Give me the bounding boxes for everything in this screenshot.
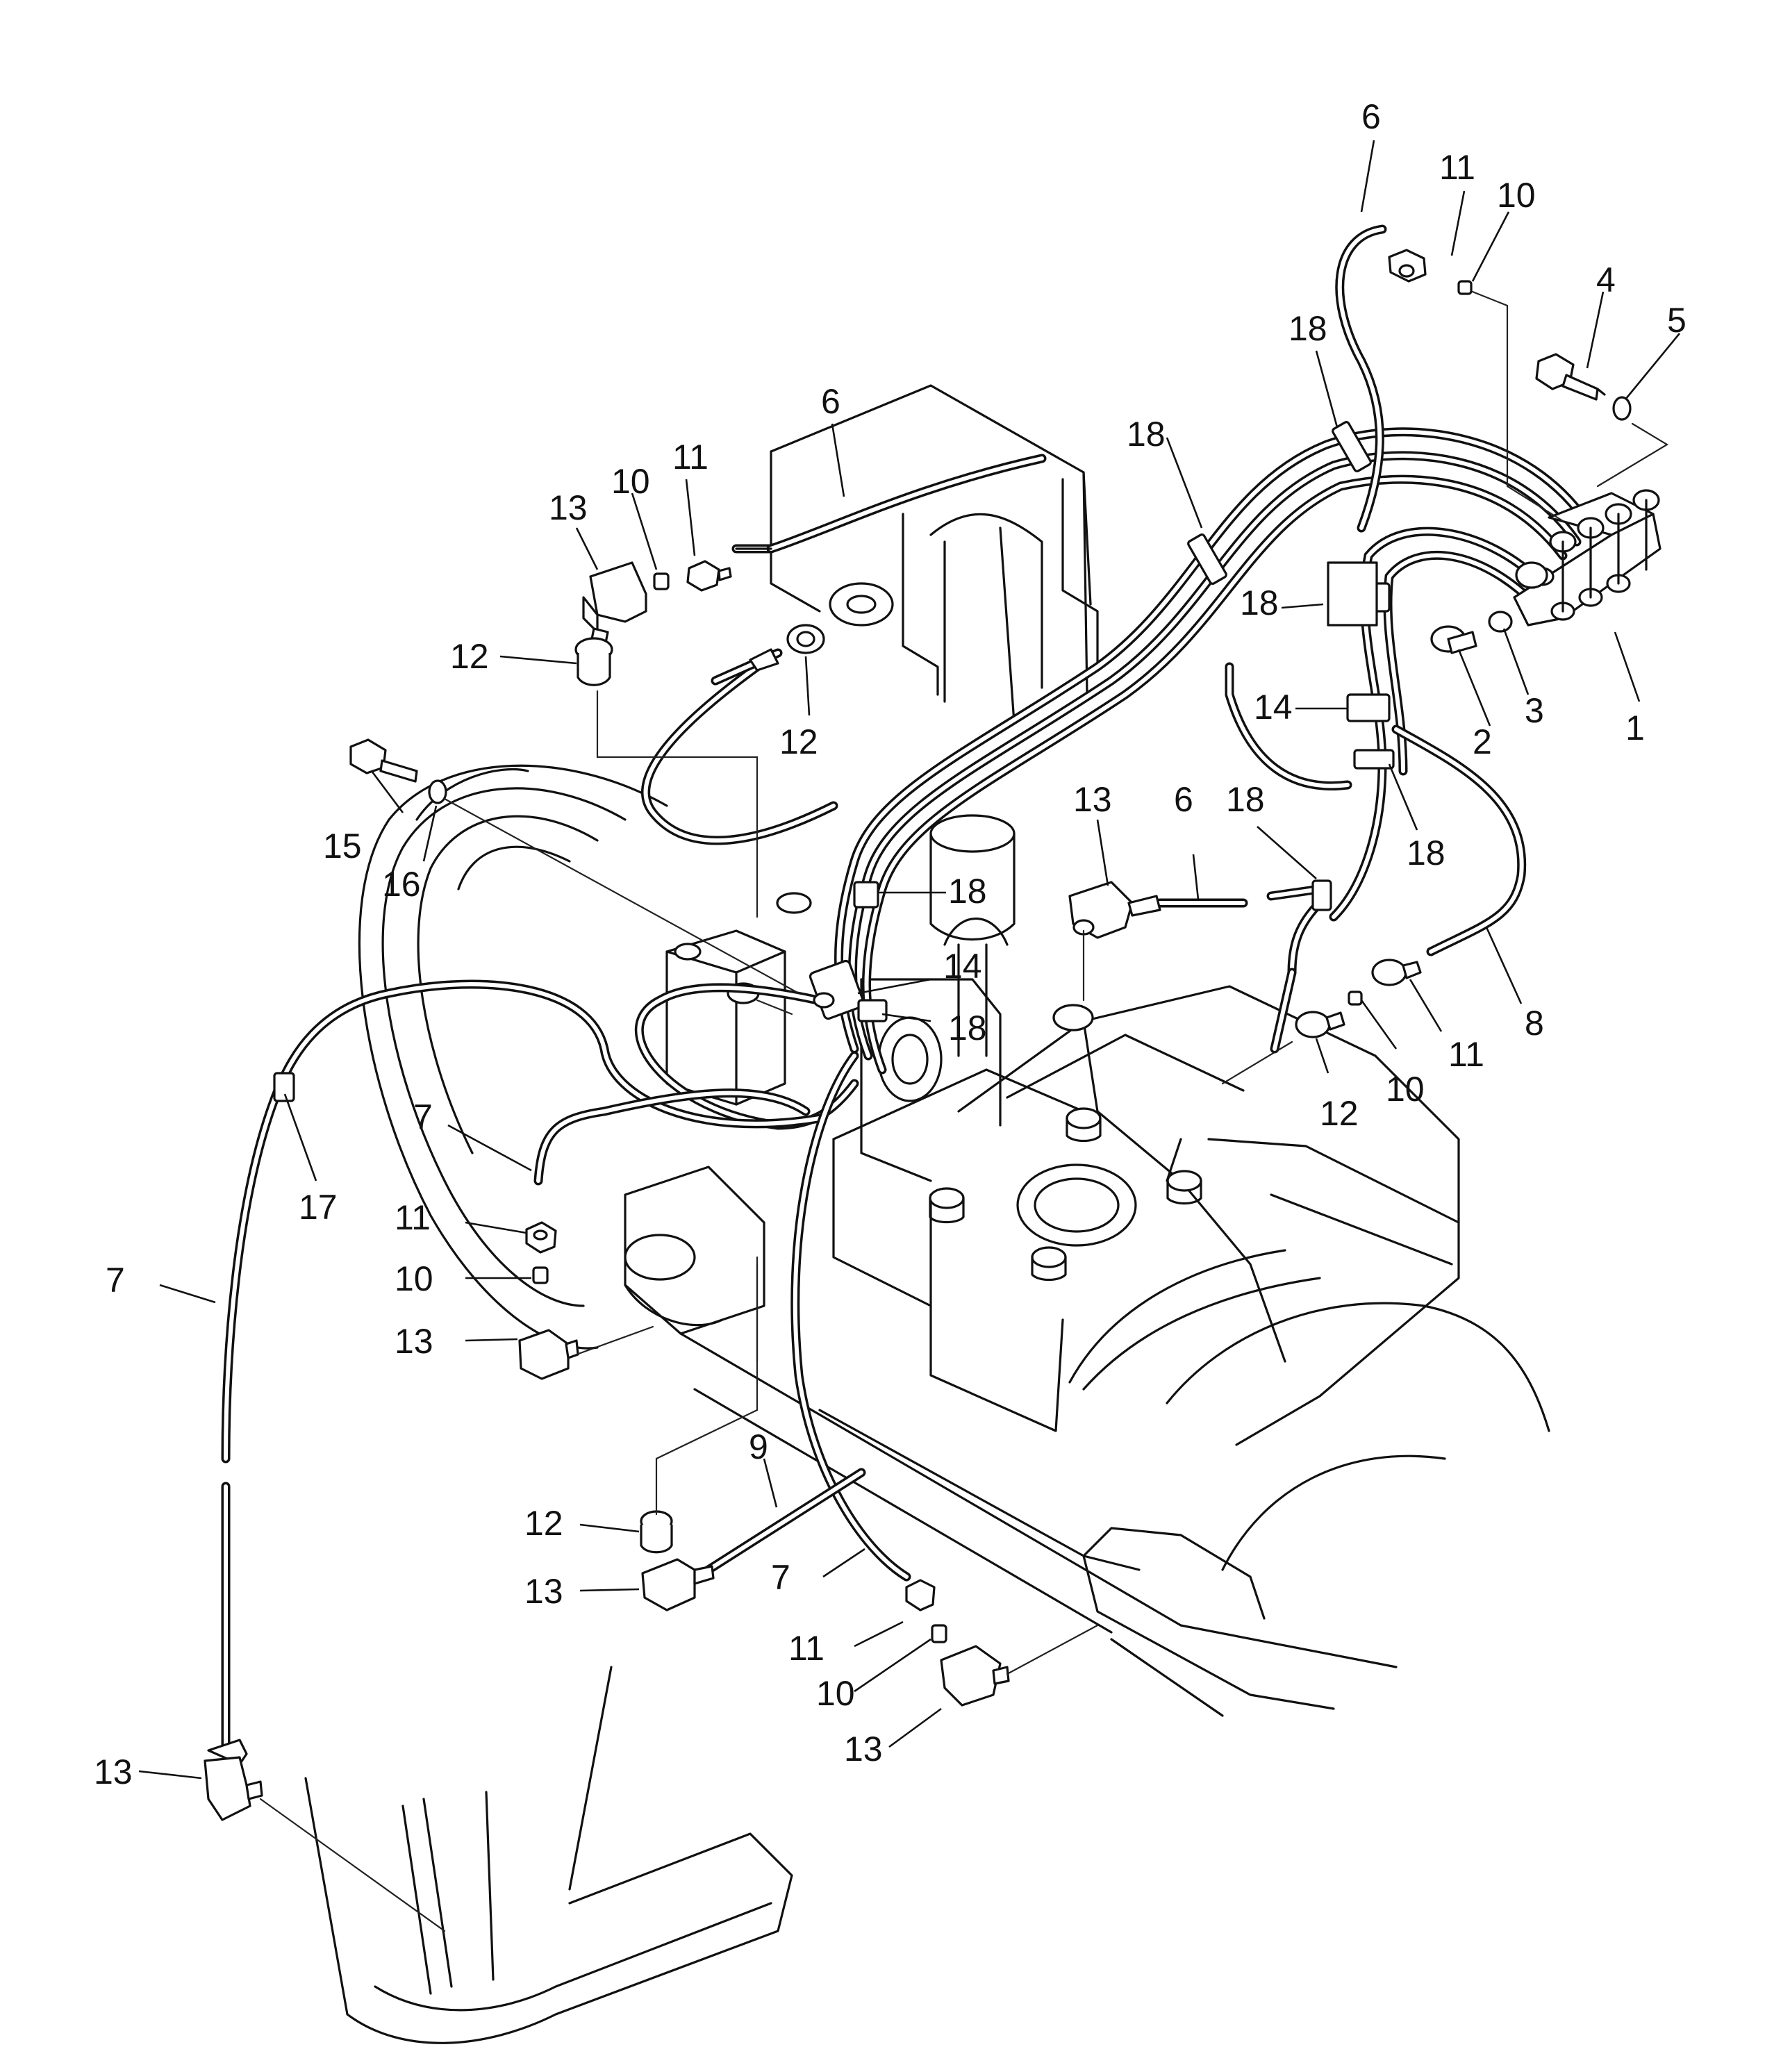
washer-5 <box>1612 396 1632 421</box>
callout-12-mid: 12 <box>779 722 818 761</box>
plug-2 <box>1430 625 1477 654</box>
callout-18-f: 18 <box>948 872 987 911</box>
nipple-11-bottom <box>905 1579 936 1611</box>
callout-5: 5 <box>1667 301 1687 340</box>
callout-9: 9 <box>749 1427 768 1466</box>
callout-4: 4 <box>1596 260 1616 299</box>
plug-12-mid <box>749 624 825 672</box>
callout-1: 1 <box>1625 708 1645 747</box>
callout-18-a: 18 <box>1288 309 1327 348</box>
sleeve-10-lower <box>532 1266 549 1284</box>
callout-10-lower: 10 <box>395 1259 433 1298</box>
callout-6-center: 6 <box>1174 780 1193 819</box>
callout-13-lower: 13 <box>395 1322 433 1361</box>
plug-12-left <box>574 637 613 686</box>
callout-10-top: 10 <box>1497 176 1536 215</box>
callout-11-right: 11 <box>1448 1035 1484 1074</box>
callout-16: 16 <box>382 865 421 904</box>
callout-11-top: 11 <box>1439 148 1475 187</box>
callout-14-center: 14 <box>943 947 982 986</box>
fittings <box>204 249 1662 1821</box>
elbow-13-bottom <box>641 1558 715 1611</box>
washer-3 <box>1488 611 1513 633</box>
clamps <box>273 421 1395 1102</box>
manifold-block <box>1513 489 1662 627</box>
callout-11-left: 11 <box>672 438 709 476</box>
callout-12-bottom: 12 <box>524 1504 563 1543</box>
callout-18-b: 18 <box>1127 415 1166 454</box>
callout-13-far-left: 13 <box>94 1752 133 1791</box>
callout-10-right: 10 <box>1386 1070 1425 1109</box>
callout-labels: 6 11 10 4 5 18 18 6 11 10 13 12 12 18 14… <box>94 97 1687 1791</box>
callout-2: 2 <box>1473 722 1492 761</box>
callout-12-left: 12 <box>450 637 489 676</box>
callout-18-d: 18 <box>1226 780 1265 819</box>
callout-8: 8 <box>1525 1004 1544 1043</box>
elbow-13-center <box>1068 881 1161 939</box>
plug-12-bottom <box>640 1510 673 1554</box>
callout-10-bottom: 10 <box>816 1674 855 1713</box>
elbow-13-bottom-right <box>940 1645 1010 1707</box>
plug-12-right <box>1295 1011 1345 1038</box>
axle-housing <box>679 985 1550 1717</box>
sleeve-10-top <box>1457 280 1473 295</box>
bolt-15 <box>349 738 418 783</box>
callout-13-bottom-right: 13 <box>844 1730 883 1768</box>
callout-11-lower: 11 <box>395 1198 431 1237</box>
steering-bracket <box>665 384 1099 1182</box>
callout-18-c: 18 <box>1240 583 1279 622</box>
callout-12-right: 12 <box>1320 1094 1359 1133</box>
bolt-4 <box>1535 353 1606 401</box>
sleeve-10-bottom <box>931 1624 947 1643</box>
housing-bolts <box>929 1004 1202 1282</box>
elbow-13-far-left <box>204 1739 263 1821</box>
callout-7-upper: 7 <box>413 1097 433 1136</box>
sleeve-10-left <box>653 572 670 590</box>
callout-6-top: 6 <box>1361 97 1381 136</box>
callout-18-e: 18 <box>1407 834 1445 872</box>
callout-17: 17 <box>299 1188 338 1227</box>
callout-10-left: 10 <box>611 462 650 501</box>
elbow-13-left <box>582 561 647 651</box>
nipple-11-top <box>1388 249 1427 283</box>
nipple-11-left <box>686 560 732 592</box>
wheel <box>304 764 793 2044</box>
callout-7-left: 7 <box>106 1261 125 1300</box>
sleeve-10-right <box>1348 991 1363 1006</box>
washer-16 <box>428 779 447 804</box>
callout-18-g: 18 <box>948 1009 987 1047</box>
nipple-11-right <box>1371 959 1422 986</box>
nipple-11-lower <box>525 1221 557 1254</box>
callout-13-center: 13 <box>1073 780 1112 819</box>
elbow-13-lower <box>518 1329 579 1380</box>
callout-7-bottom: 7 <box>771 1558 790 1597</box>
leader-lines <box>138 140 1681 1932</box>
callout-15: 15 <box>323 827 362 865</box>
callout-13-left: 13 <box>549 488 588 527</box>
callout-6-mid: 6 <box>821 382 840 421</box>
callout-3: 3 <box>1525 691 1544 730</box>
callout-11-bottom: 11 <box>788 1629 825 1668</box>
lubrication-tubes <box>221 224 1596 1755</box>
callout-13-bottom: 13 <box>524 1572 563 1611</box>
callout-14-right: 14 <box>1254 688 1293 727</box>
